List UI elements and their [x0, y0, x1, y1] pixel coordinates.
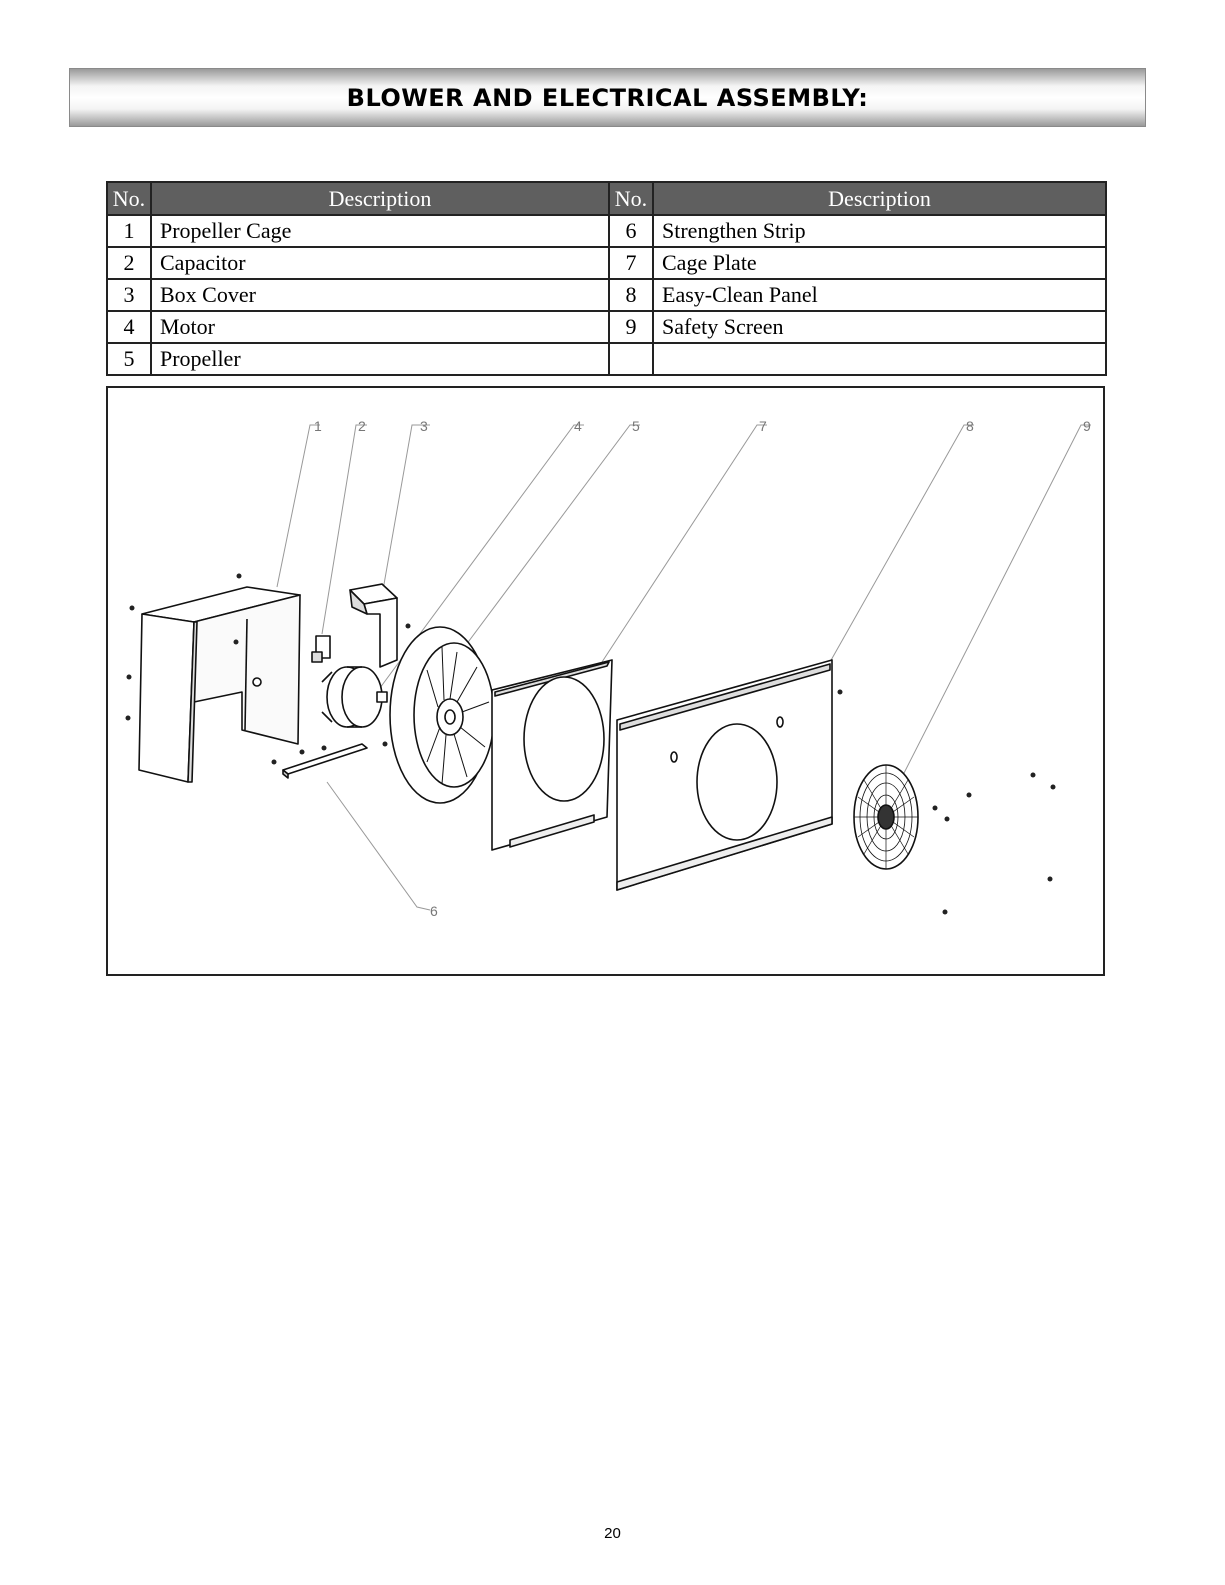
page-number: 20 [0, 1525, 1225, 1542]
section-title-banner: BLOWER AND ELECTRICAL ASSEMBLY: [69, 68, 1146, 127]
part-number [609, 343, 653, 375]
callout-label: 1 [314, 418, 322, 434]
part-description: Easy-Clean Panel [653, 279, 1106, 311]
box-cover-part [350, 584, 397, 667]
part-description: Propeller Cage [151, 215, 609, 247]
easy-clean-panel-part [617, 660, 832, 890]
part-description: Capacitor [151, 247, 609, 279]
header-no-right: No. [609, 182, 653, 215]
table-row: 4 Motor 9 Safety Screen [107, 311, 1106, 343]
parts-table-header: No. Description No. Description [107, 182, 1106, 215]
part-description: Safety Screen [653, 311, 1106, 343]
part-description: Motor [151, 311, 609, 343]
motor-part [322, 667, 387, 727]
parts-table: No. Description No. Description 1 Propel… [106, 181, 1107, 376]
callout-label: 6 [430, 903, 438, 919]
propeller-cage-part [139, 587, 300, 782]
callout-label: 3 [420, 418, 428, 434]
part-number: 8 [609, 279, 653, 311]
part-description: Box Cover [151, 279, 609, 311]
callout-label: 4 [574, 418, 582, 434]
part-number: 5 [107, 343, 151, 375]
table-row: 2 Capacitor 7 Cage Plate [107, 247, 1106, 279]
part-number: 1 [107, 215, 151, 247]
propeller-part [390, 627, 494, 803]
table-row: 3 Box Cover 8 Easy-Clean Panel [107, 279, 1106, 311]
part-number: 9 [609, 311, 653, 343]
callout-label: 5 [632, 418, 640, 434]
header-description-right: Description [653, 182, 1106, 215]
callout-label: 8 [966, 418, 974, 434]
exploded-view-drawing: 1 2 3 4 5 7 8 9 6 [108, 388, 1103, 974]
callout-label: 9 [1083, 418, 1091, 434]
part-description: Propeller [151, 343, 609, 375]
part-description [653, 343, 1106, 375]
table-row: 5 Propeller [107, 343, 1106, 375]
part-number: 2 [107, 247, 151, 279]
section-title: BLOWER AND ELECTRICAL ASSEMBLY: [347, 84, 869, 112]
part-number: 6 [609, 215, 653, 247]
callout-label: 2 [358, 418, 366, 434]
capacitor-part [312, 636, 330, 662]
cage-plate-part [492, 660, 612, 850]
header-description-left: Description [151, 182, 609, 215]
part-number: 7 [609, 247, 653, 279]
header-no-left: No. [107, 182, 151, 215]
safety-screen-part [854, 765, 918, 869]
table-row: 1 Propeller Cage 6 Strengthen Strip [107, 215, 1106, 247]
part-number: 4 [107, 311, 151, 343]
part-number: 3 [107, 279, 151, 311]
parts-drawing [126, 574, 1056, 915]
callout-label: 7 [759, 418, 767, 434]
part-description: Cage Plate [653, 247, 1106, 279]
part-description: Strengthen Strip [653, 215, 1106, 247]
exploded-view-diagram: 1 2 3 4 5 7 8 9 6 [106, 386, 1105, 976]
